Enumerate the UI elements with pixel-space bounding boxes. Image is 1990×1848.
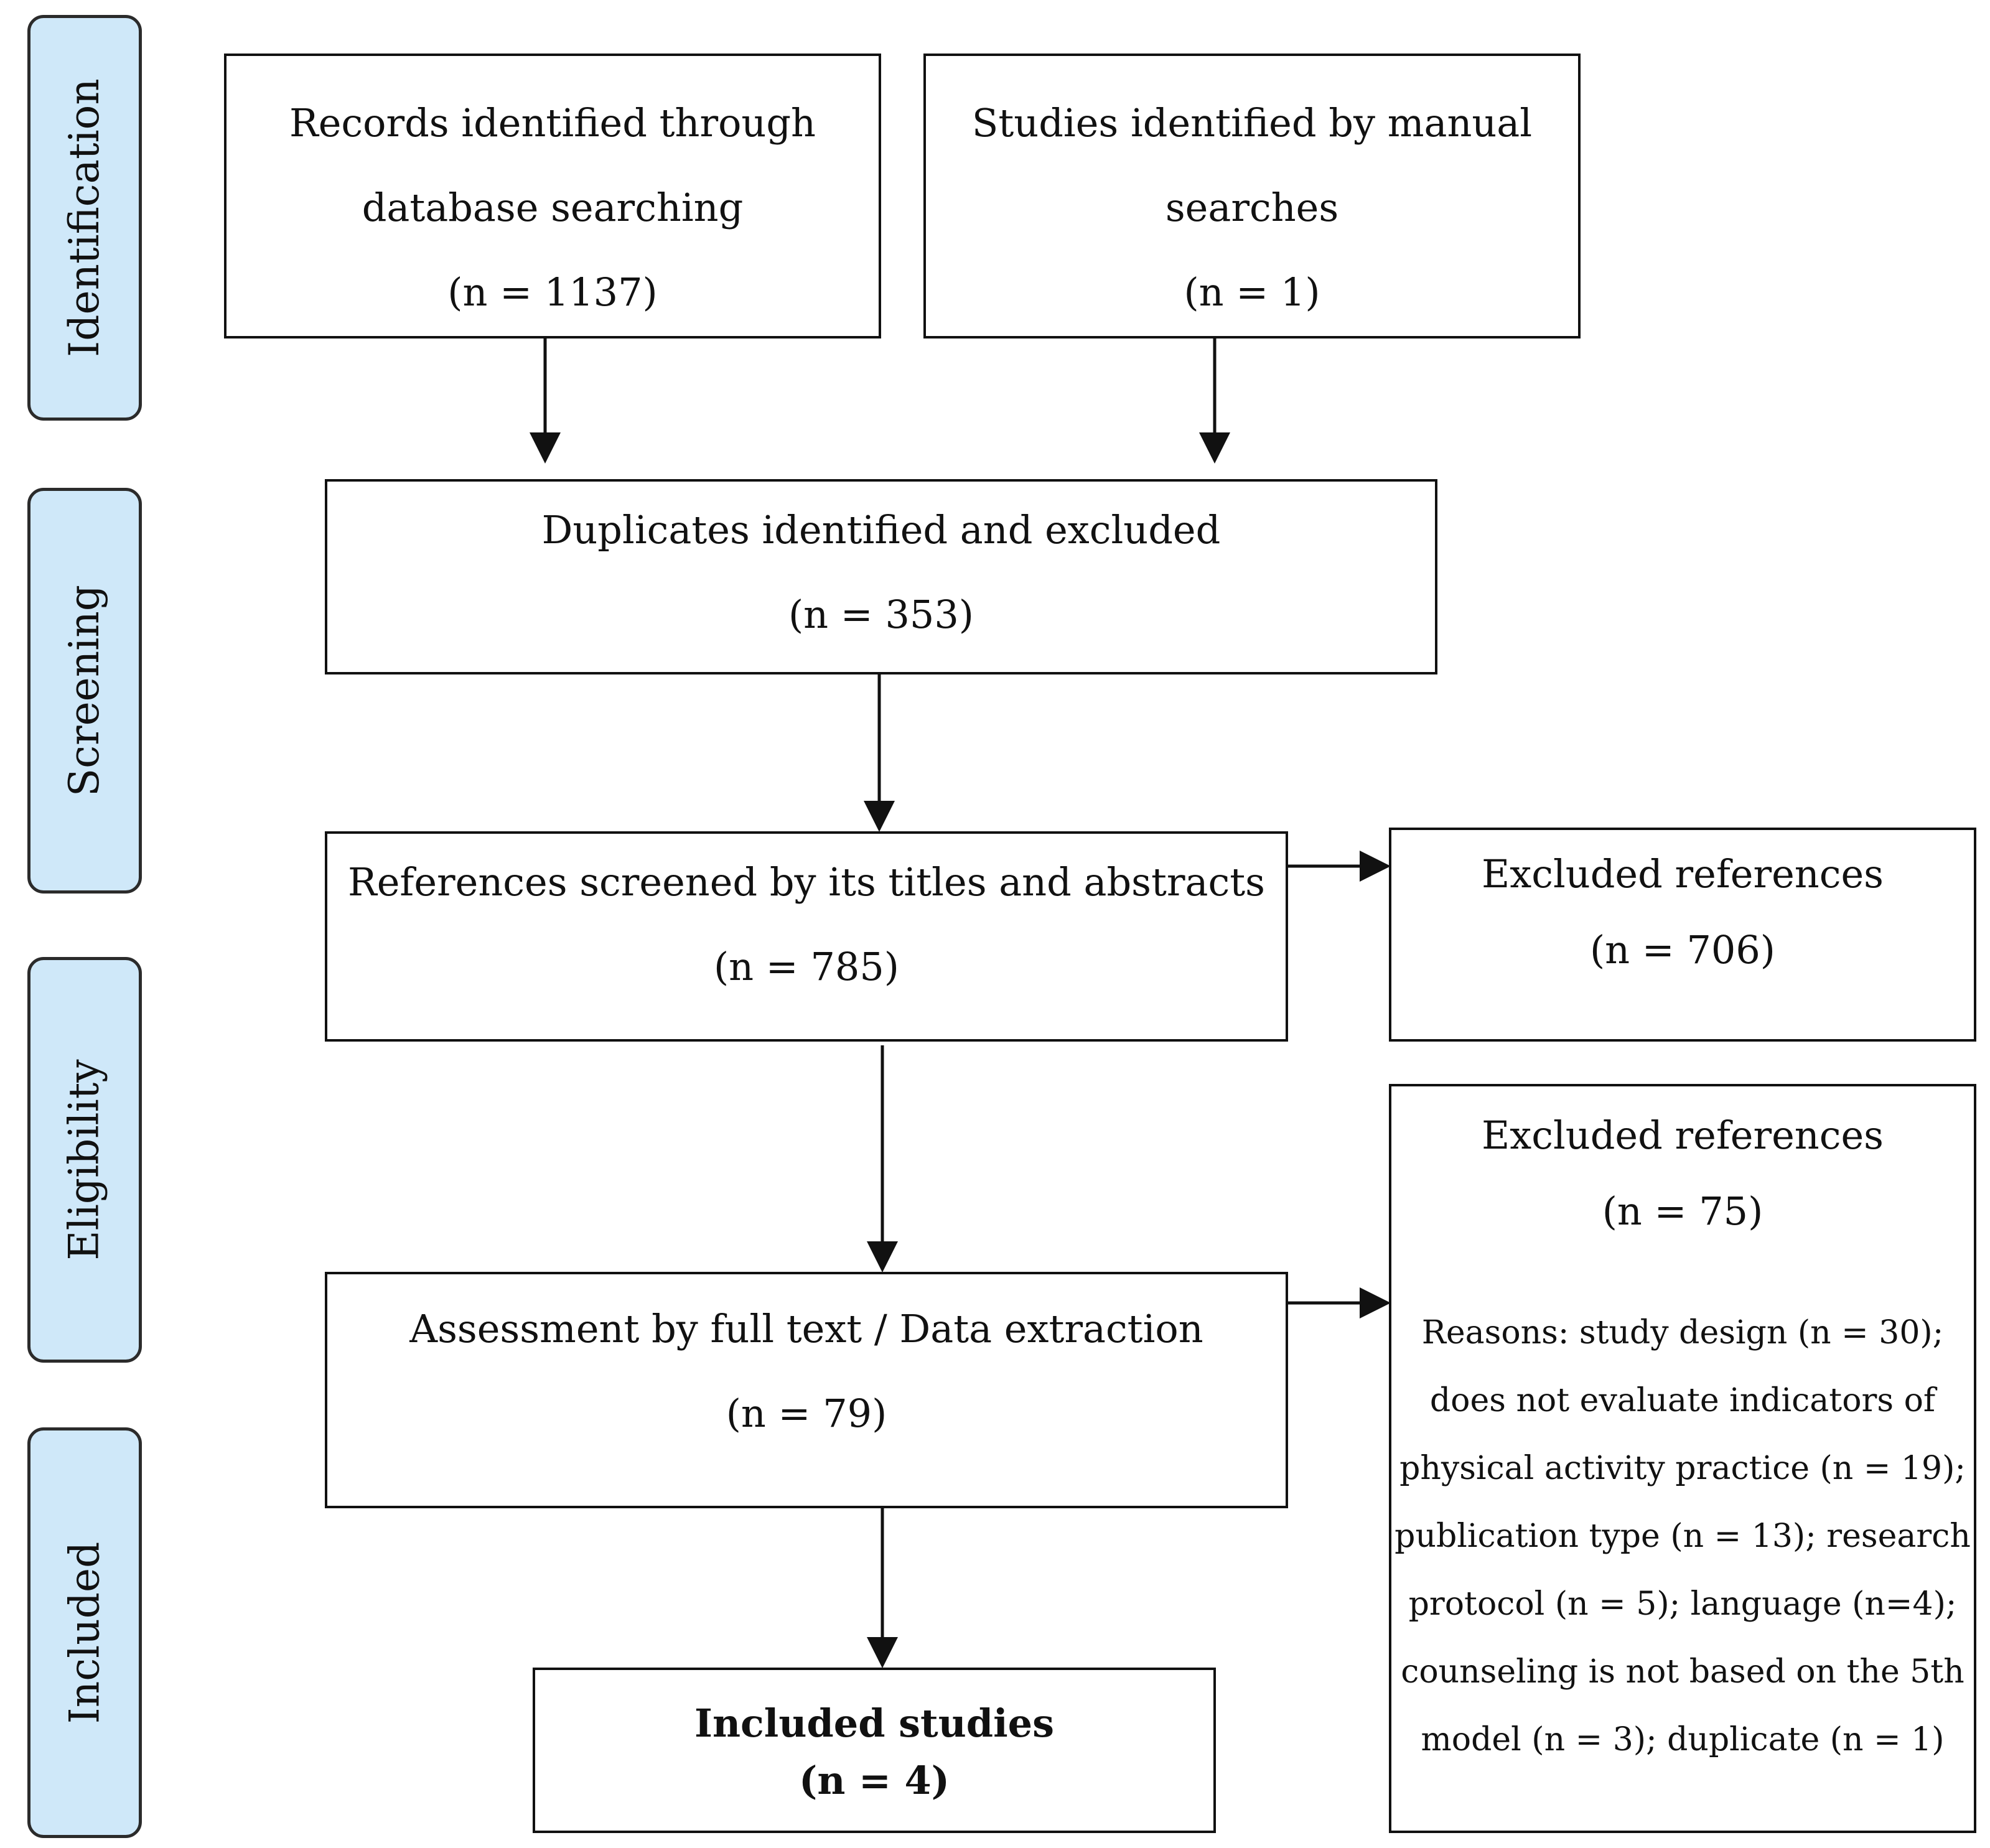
manual-count: (n = 1) <box>1184 269 1320 315</box>
excluded-references-box-2: Excluded references (n = 75) Reasons: st… <box>1389 1084 1976 1833</box>
assessment-box: Assessment by full text / Data extractio… <box>325 1272 1288 1508</box>
assessment-count: (n = 79) <box>726 1391 887 1436</box>
screened-count: (n = 785) <box>713 944 899 989</box>
excluded1-title: Excluded references <box>1482 851 1884 897</box>
screened-box: References screened by its titles and ab… <box>325 831 1288 1042</box>
assessment-line-1: Assessment by full text / Data extractio… <box>409 1306 1203 1351</box>
phase-eligibility: Eligibility <box>27 957 142 1363</box>
excluded2-count: (n = 75) <box>1602 1188 1763 1234</box>
reason-line: model (n = 3); duplicate (n = 1) <box>1421 1721 1945 1758</box>
duplicates-box: Duplicates identified and excluded (n = … <box>325 479 1437 674</box>
reason-line: Reasons: study design (n = 30); <box>1421 1314 1944 1351</box>
phase-identification: Identification <box>27 15 142 421</box>
reason-line: protocol (n = 5); language (n=4); <box>1408 1585 1957 1623</box>
excluded2-reasons: Reasons: study design (n = 30); does not… <box>1391 1299 1974 1774</box>
records-line-2: database searching <box>362 185 744 230</box>
records-count: (n = 1137) <box>447 269 658 315</box>
included-title: Included studies <box>694 1701 1055 1746</box>
excluded-references-box-1: Excluded references (n = 706) <box>1389 828 1976 1042</box>
excluded2-title: Excluded references <box>1482 1113 1884 1158</box>
reason-line: counseling is not based on the 5th <box>1401 1653 1964 1691</box>
records-box: Records identified through database sear… <box>224 54 881 338</box>
included-studies-box: Included studies (n = 4) <box>533 1668 1216 1833</box>
reason-line: publication type (n = 13); research <box>1394 1518 1971 1555</box>
phase-screening: Screening <box>27 488 142 894</box>
reason-line: physical activity practice (n = 19); <box>1399 1450 1966 1487</box>
phase-included: Included <box>27 1427 142 1838</box>
reason-line: does not evaluate indicators of <box>1429 1382 1936 1419</box>
screened-line-1: References screened by its titles and ab… <box>348 859 1265 905</box>
duplicates-line-1: Duplicates identified and excluded <box>541 507 1221 553</box>
manual-line-2: searches <box>1165 185 1339 230</box>
included-count: (n = 4) <box>798 1758 950 1803</box>
duplicates-count: (n = 353) <box>788 592 974 637</box>
manual-line-1: Studies identified by manual <box>971 100 1533 146</box>
manual-box: Studies identified by manual searches (n… <box>923 54 1581 338</box>
excluded1-count: (n = 706) <box>1589 927 1775 973</box>
records-line-1: Records identified through <box>289 100 816 146</box>
